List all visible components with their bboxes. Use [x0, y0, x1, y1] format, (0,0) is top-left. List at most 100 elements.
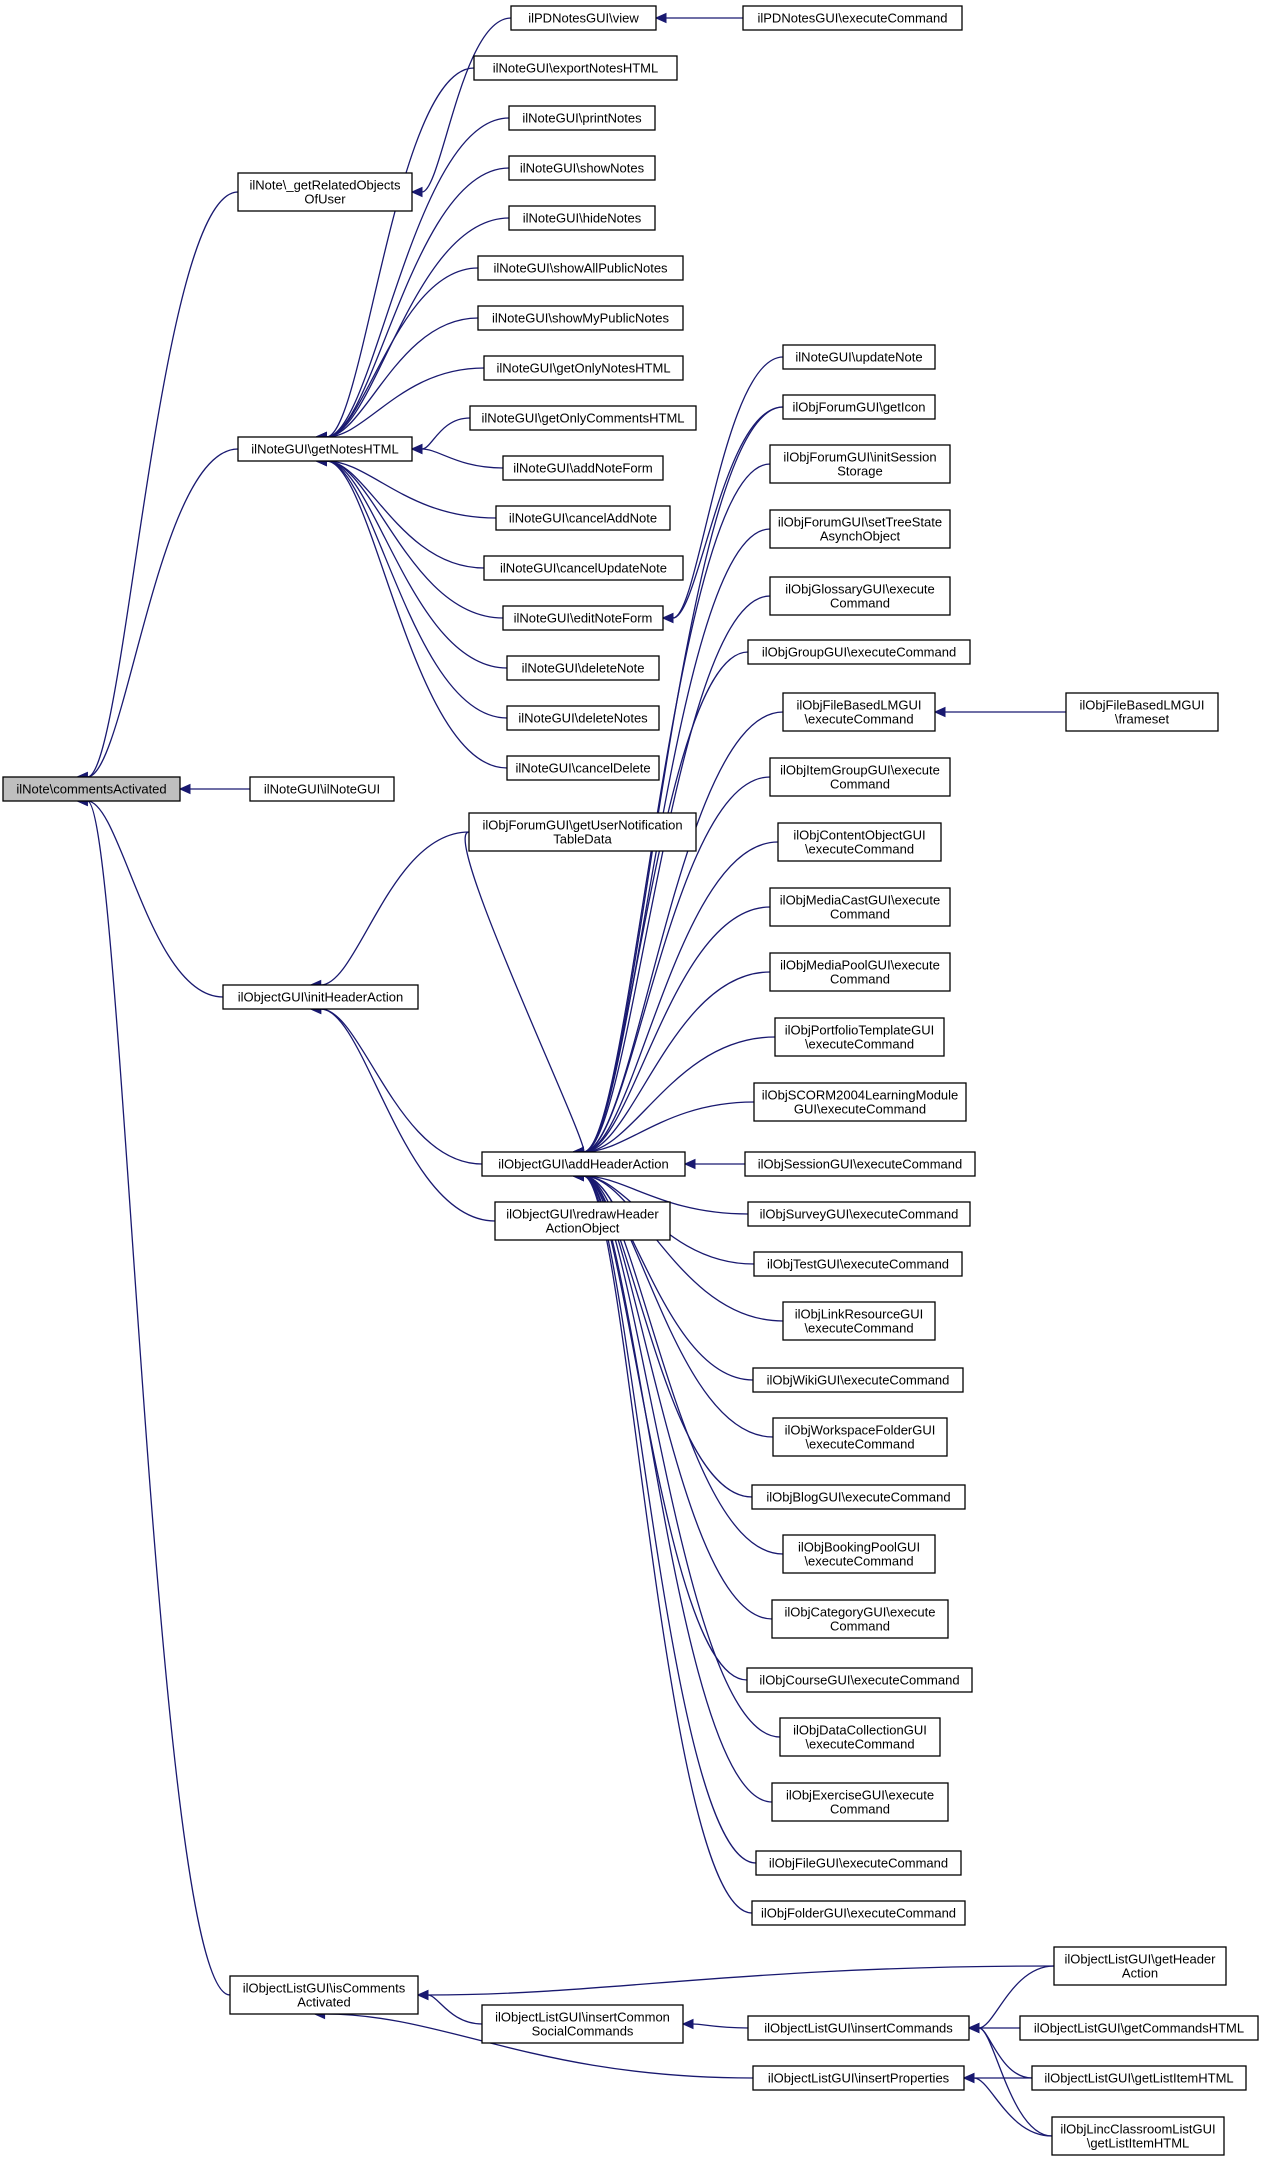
node-label: Command: [830, 972, 890, 987]
node-getCommandsHTML[interactable]: ilObjectListGUI\getCommandsHTML: [1019, 2015, 1259, 2041]
node-root[interactable]: ilNote\commentsActivated: [2, 776, 181, 802]
node-portfolioExec[interactable]: ilObjPortfolioTemplateGUI\executeCommand: [774, 1017, 945, 1057]
node-sessionExec[interactable]: ilObjSessionGUI\executeCommand: [744, 1151, 976, 1177]
node-label: ilNoteGUI\addNoteForm: [513, 461, 652, 476]
node-lincListItem[interactable]: ilObjLincClassroomListGUI\getListItemHTM…: [1051, 2116, 1225, 2156]
node-bookingExec[interactable]: ilObjBookingPoolGUI\executeCommand: [782, 1534, 936, 1574]
node-blogExec[interactable]: ilObjBlogGUI\executeCommand: [751, 1484, 966, 1510]
node-label: Command: [830, 777, 890, 792]
node-label: ilObjDataCollectionGUI: [793, 1723, 927, 1738]
node-contentObjExec[interactable]: ilObjContentObjectGUI\executeCommand: [777, 822, 942, 862]
node-fileLMFrameset[interactable]: ilObjFileBasedLMGUI\frameset: [1065, 692, 1219, 732]
node-getListItemHTML[interactable]: ilObjectListGUI\getListItemHTML: [1031, 2065, 1247, 2091]
node-label: ilObjFolderGUI\executeCommand: [761, 1906, 956, 1921]
node-box: [752, 2065, 965, 2091]
node-linkResExec[interactable]: ilObjLinkResourceGUI\executeCommand: [782, 1301, 936, 1341]
node-label: ilObjExerciseGUI\execute: [786, 1788, 934, 1803]
node-categoryExec[interactable]: ilObjCategoryGUI\executeCommand: [771, 1599, 949, 1639]
node-forumNotif[interactable]: ilObjForumGUI\getUserNotificationTableDa…: [468, 812, 697, 852]
node-label: ilNoteGUI\exportNotesHTML: [493, 61, 658, 76]
node-hideNotes[interactable]: ilNoteGUI\hideNotes: [508, 205, 656, 231]
node-pdView[interactable]: ilPDNotesGUI\view: [510, 5, 657, 31]
edge-deleteNote-to-getNotesHTML: [315, 455, 508, 669]
node-label: ilObjForumGUI\getIcon: [793, 400, 926, 415]
node-groupExec[interactable]: ilObjGroupGUI\executeCommand: [747, 639, 971, 665]
node-testExec[interactable]: ilObjTestGUI\executeCommand: [753, 1251, 963, 1277]
node-fileExec[interactable]: ilObjFileGUI\executeCommand: [755, 1850, 962, 1876]
node-itemGroupExec[interactable]: ilObjItemGroupGUI\executeCommand: [769, 757, 951, 797]
node-addNoteForm[interactable]: ilNoteGUI\addNoteForm: [502, 455, 664, 481]
node-label: ilObjectListGUI\getHeader: [1064, 1952, 1216, 1967]
edge-cancelUpdateNote-to-getNotesHTML: [315, 455, 485, 569]
node-dataCollExec[interactable]: ilObjDataCollectionGUI\executeCommand: [779, 1717, 941, 1757]
node-box: [746, 1667, 973, 1693]
node-insertProps[interactable]: ilObjectListGUI\insertProperties: [752, 2065, 965, 2091]
node-label: ilPDNotesGUI\view: [528, 11, 639, 26]
node-box: [772, 1417, 948, 1457]
node-glossaryExec[interactable]: ilObjGlossaryGUI\executeCommand: [769, 576, 951, 616]
node-label: TableData: [553, 832, 612, 847]
node-updateNote[interactable]: ilNoteGUI\updateNote: [782, 344, 936, 370]
node-surveyExec[interactable]: ilObjSurveyGUI\executeCommand: [747, 1201, 971, 1227]
node-addHeader[interactable]: ilObjectGUI\addHeaderAction: [481, 1151, 686, 1177]
node-cancelUpdateNote[interactable]: ilNoteGUI\cancelUpdateNote: [483, 555, 684, 581]
node-box: [483, 355, 684, 381]
edge-showMyPublic-to-getNotesHTML: [315, 317, 479, 443]
node-label: ilObjCourseGUI\executeCommand: [759, 1673, 959, 1688]
node-insertCommonSocial[interactable]: ilObjectListGUI\insertCommonSocialComman…: [481, 2004, 684, 2044]
edge-forumNotif-to-initHeader: [309, 831, 470, 991]
node-label: OfUser: [304, 192, 346, 207]
node-printNotes[interactable]: ilNoteGUI\printNotes: [508, 105, 656, 131]
node-getOnlyComments[interactable]: ilNoteGUI\getOnlyCommentsHTML: [469, 405, 697, 431]
node-label: ilObjectGUI\initHeaderAction: [238, 990, 403, 1005]
node-deleteNote[interactable]: ilNoteGUI\deleteNote: [506, 655, 660, 681]
node-label: ilObjSessionGUI\executeCommand: [758, 1157, 962, 1172]
node-initHeader[interactable]: ilObjectGUI\initHeaderAction: [222, 984, 419, 1010]
edge-insertCommands-to-insertCommonSocial: [681, 2018, 749, 2030]
node-getOnlyNotes[interactable]: ilNoteGUI\getOnlyNotesHTML: [483, 355, 684, 381]
edge-cancelDelete-to-getNotesHTML: [315, 455, 508, 769]
node-box: [477, 255, 684, 281]
node-courseExec[interactable]: ilObjCourseGUI\executeCommand: [746, 1667, 973, 1693]
node-label: ilObjForumGUI\setTreeState: [778, 515, 942, 530]
node-mediaCastExec[interactable]: ilObjMediaCastGUI\executeCommand: [769, 887, 951, 927]
node-showMyPublic[interactable]: ilNoteGUI\showMyPublicNotes: [477, 305, 684, 331]
node-folderExec[interactable]: ilObjFolderGUI\executeCommand: [751, 1900, 966, 1926]
node-editNoteForm[interactable]: ilNoteGUI\editNoteForm: [502, 605, 664, 631]
node-ilNoteGUIctor[interactable]: ilNoteGUI\ilNoteGUI: [249, 776, 395, 802]
node-box: [510, 5, 657, 31]
node-showNotes[interactable]: ilNoteGUI\showNotes: [508, 155, 656, 181]
node-label: \executeCommand: [804, 1321, 913, 1336]
node-exerciseExec[interactable]: ilObjExerciseGUI\executeCommand: [771, 1782, 949, 1822]
node-cancelDelete[interactable]: ilNoteGUI\cancelDelete: [506, 755, 660, 781]
node-workspaceExec[interactable]: ilObjWorkspaceFolderGUI\executeCommand: [772, 1417, 948, 1457]
node-mediaPoolExec[interactable]: ilObjMediaPoolGUI\executeCommand: [769, 952, 951, 992]
node-box: [468, 812, 697, 852]
edge-initHeader-to-root: [76, 795, 224, 998]
node-box: [769, 576, 951, 616]
node-showAllPublic[interactable]: ilNoteGUI\showAllPublicNotes: [477, 255, 684, 281]
node-forumGetIcon[interactable]: ilObjForumGUI\getIcon: [782, 394, 936, 420]
node-insertCommands[interactable]: ilObjectListGUI\insertCommands: [747, 2015, 970, 2041]
node-fileLMExec[interactable]: ilObjFileBasedLMGUI\executeCommand: [782, 692, 936, 732]
node-scormExec[interactable]: ilObjSCORM2004LearningModuleGUI\executeC…: [753, 1082, 967, 1122]
node-box: [751, 1900, 966, 1926]
node-exportNotes[interactable]: ilNoteGUI\exportNotesHTML: [473, 55, 678, 81]
node-cancelAddNote[interactable]: ilNoteGUI\cancelAddNote: [495, 505, 671, 531]
node-wikiExec[interactable]: ilObjWikiGUI\executeCommand: [752, 1367, 964, 1393]
edge-insertCommonSocial-to-isComments: [416, 1989, 483, 2025]
node-box: [506, 705, 660, 731]
node-deleteNotes[interactable]: ilNoteGUI\deleteNotes: [506, 705, 660, 731]
node-label: ilObjMediaCastGUI\execute: [780, 893, 940, 908]
node-pdExec[interactable]: ilPDNotesGUI\executeCommand: [742, 5, 963, 31]
node-label: \executeCommand: [805, 1437, 914, 1452]
node-layer: ilNote\commentsActivated ilNote\_getRelat…: [2, 5, 1259, 2156]
edge-showAllPublic-to-getNotesHTML: [315, 267, 479, 443]
node-getNotesHTML[interactable]: ilNoteGUI\getNotesHTML: [237, 436, 413, 462]
